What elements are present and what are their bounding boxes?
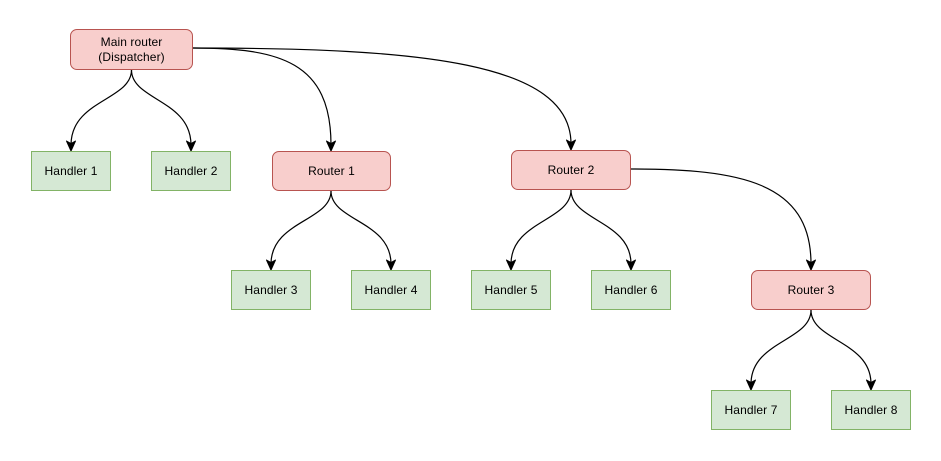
- node-label-handler-6: Handler 6: [604, 282, 658, 297]
- edge-e-r2-h5: [506, 189, 572, 271]
- node-router-2[interactable]: Router 2: [511, 150, 631, 190]
- edge-arrowhead-e-r1-h3: [266, 259, 276, 271]
- node-handler-1[interactable]: Handler 1: [31, 151, 111, 191]
- edge-line-e-r2-h5: [510, 189, 572, 265]
- node-handler-8[interactable]: Handler 8: [831, 390, 911, 430]
- edge-e-r2-h6: [570, 189, 636, 271]
- node-label-handler-3: Handler 3: [244, 282, 298, 297]
- edge-line-e-r2-r3: [630, 168, 812, 265]
- node-label-handler-1: Handler 1: [44, 163, 98, 178]
- node-label-handler-7: Handler 7: [724, 402, 778, 417]
- edge-line-e-main-h1: [70, 69, 133, 146]
- edge-arrowhead-e-r2-h6: [626, 259, 636, 271]
- node-router-3[interactable]: Router 3: [751, 270, 871, 310]
- edge-e-main-h1: [66, 69, 133, 152]
- edge-line-e-r3-h7: [750, 309, 812, 385]
- edge-line-e-main-r2: [192, 47, 572, 145]
- node-label-main-router: Main router (Dispatcher): [98, 34, 165, 64]
- edge-e-r1-h4: [330, 190, 396, 271]
- edge-line-e-main-h2: [130, 69, 192, 146]
- edge-e-main-r2: [192, 47, 576, 151]
- node-handler-5[interactable]: Handler 5: [471, 270, 551, 310]
- edge-e-main-h2: [130, 69, 196, 152]
- edge-e-main-r1: [192, 47, 336, 152]
- node-handler-2[interactable]: Handler 2: [151, 151, 231, 191]
- edge-e-r1-h3: [266, 190, 332, 271]
- node-handler-3[interactable]: Handler 3: [231, 270, 311, 310]
- edge-arrowhead-e-r3-h7: [746, 379, 756, 391]
- node-router-1[interactable]: Router 1: [272, 151, 391, 191]
- node-label-router-1: Router 1: [308, 163, 355, 178]
- edge-arrowhead-e-r2-r3: [806, 259, 816, 271]
- edge-arrowhead-e-main-h1: [66, 140, 76, 152]
- edge-arrowhead-e-r1-h4: [386, 259, 396, 271]
- node-label-router-2: Router 2: [547, 162, 595, 177]
- edge-arrowhead-e-main-r2: [566, 139, 576, 151]
- node-main-router[interactable]: Main router (Dispatcher): [70, 29, 193, 70]
- edge-e-r2-r3: [630, 168, 816, 271]
- edge-line-e-r3-h8: [810, 309, 872, 385]
- edge-e-r3-h7: [746, 309, 812, 391]
- node-handler-7[interactable]: Handler 7: [711, 390, 791, 430]
- node-label-handler-2: Handler 2: [164, 163, 218, 178]
- edge-arrowhead-e-r2-h5: [506, 259, 516, 271]
- edge-arrowhead-e-main-h2: [186, 140, 196, 152]
- node-label-handler-8: Handler 8: [844, 402, 898, 417]
- edge-line-e-r2-h6: [570, 189, 632, 265]
- node-handler-6[interactable]: Handler 6: [591, 270, 671, 310]
- edge-line-e-r1-h4: [330, 190, 392, 265]
- edge-arrowhead-e-r3-h8: [866, 379, 876, 391]
- node-label-handler-4: Handler 4: [364, 282, 418, 297]
- edge-line-e-main-r1: [192, 47, 332, 146]
- edge-line-e-r1-h3: [270, 190, 332, 265]
- edge-e-r3-h8: [810, 309, 876, 391]
- node-label-handler-5: Handler 5: [484, 282, 538, 297]
- node-label-router-3: Router 3: [787, 282, 835, 297]
- node-handler-4[interactable]: Handler 4: [351, 270, 431, 310]
- edge-arrowhead-e-main-r1: [326, 140, 336, 152]
